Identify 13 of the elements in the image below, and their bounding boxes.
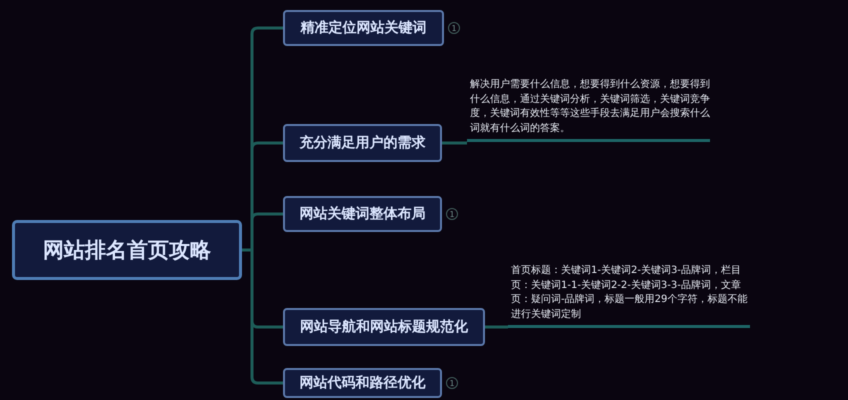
topic-box: 充分满足用户的需求 <box>283 124 442 162</box>
connector-line <box>485 326 508 328</box>
root-topic-box: 网站排名首页攻略 <box>12 220 242 280</box>
topic-box: 网站导航和网站标题规范化 <box>283 308 485 346</box>
topic-box: 网站关键词整体布局 <box>283 196 442 232</box>
count-badge: 1 <box>448 22 460 34</box>
count-badge: 1 <box>446 208 458 220</box>
topic-box: 网站代码和路径优化 <box>283 368 442 398</box>
connector-line <box>442 142 467 144</box>
topic-box: 精准定位网站关键词 <box>283 10 444 46</box>
note-text: 解决用户需要什么信息，想要得到什么资源，想要得到什么信息，通过关键词分析，关键词筛选，关键词竞争度，关键词有效性等等这些手段去满足用户会搜索什么词就有什么词的答案。 <box>467 78 710 142</box>
count-badge: 1 <box>446 377 458 389</box>
note-text: 首页标题：关键词1-关键词2-关键词3-品牌词，栏目页：关键词1-1-关键词2-2-关键词3-3-品牌词，文章页：疑问词-品牌词，标题一般用29个字符，标题不能进行关键词定制 <box>508 264 750 328</box>
